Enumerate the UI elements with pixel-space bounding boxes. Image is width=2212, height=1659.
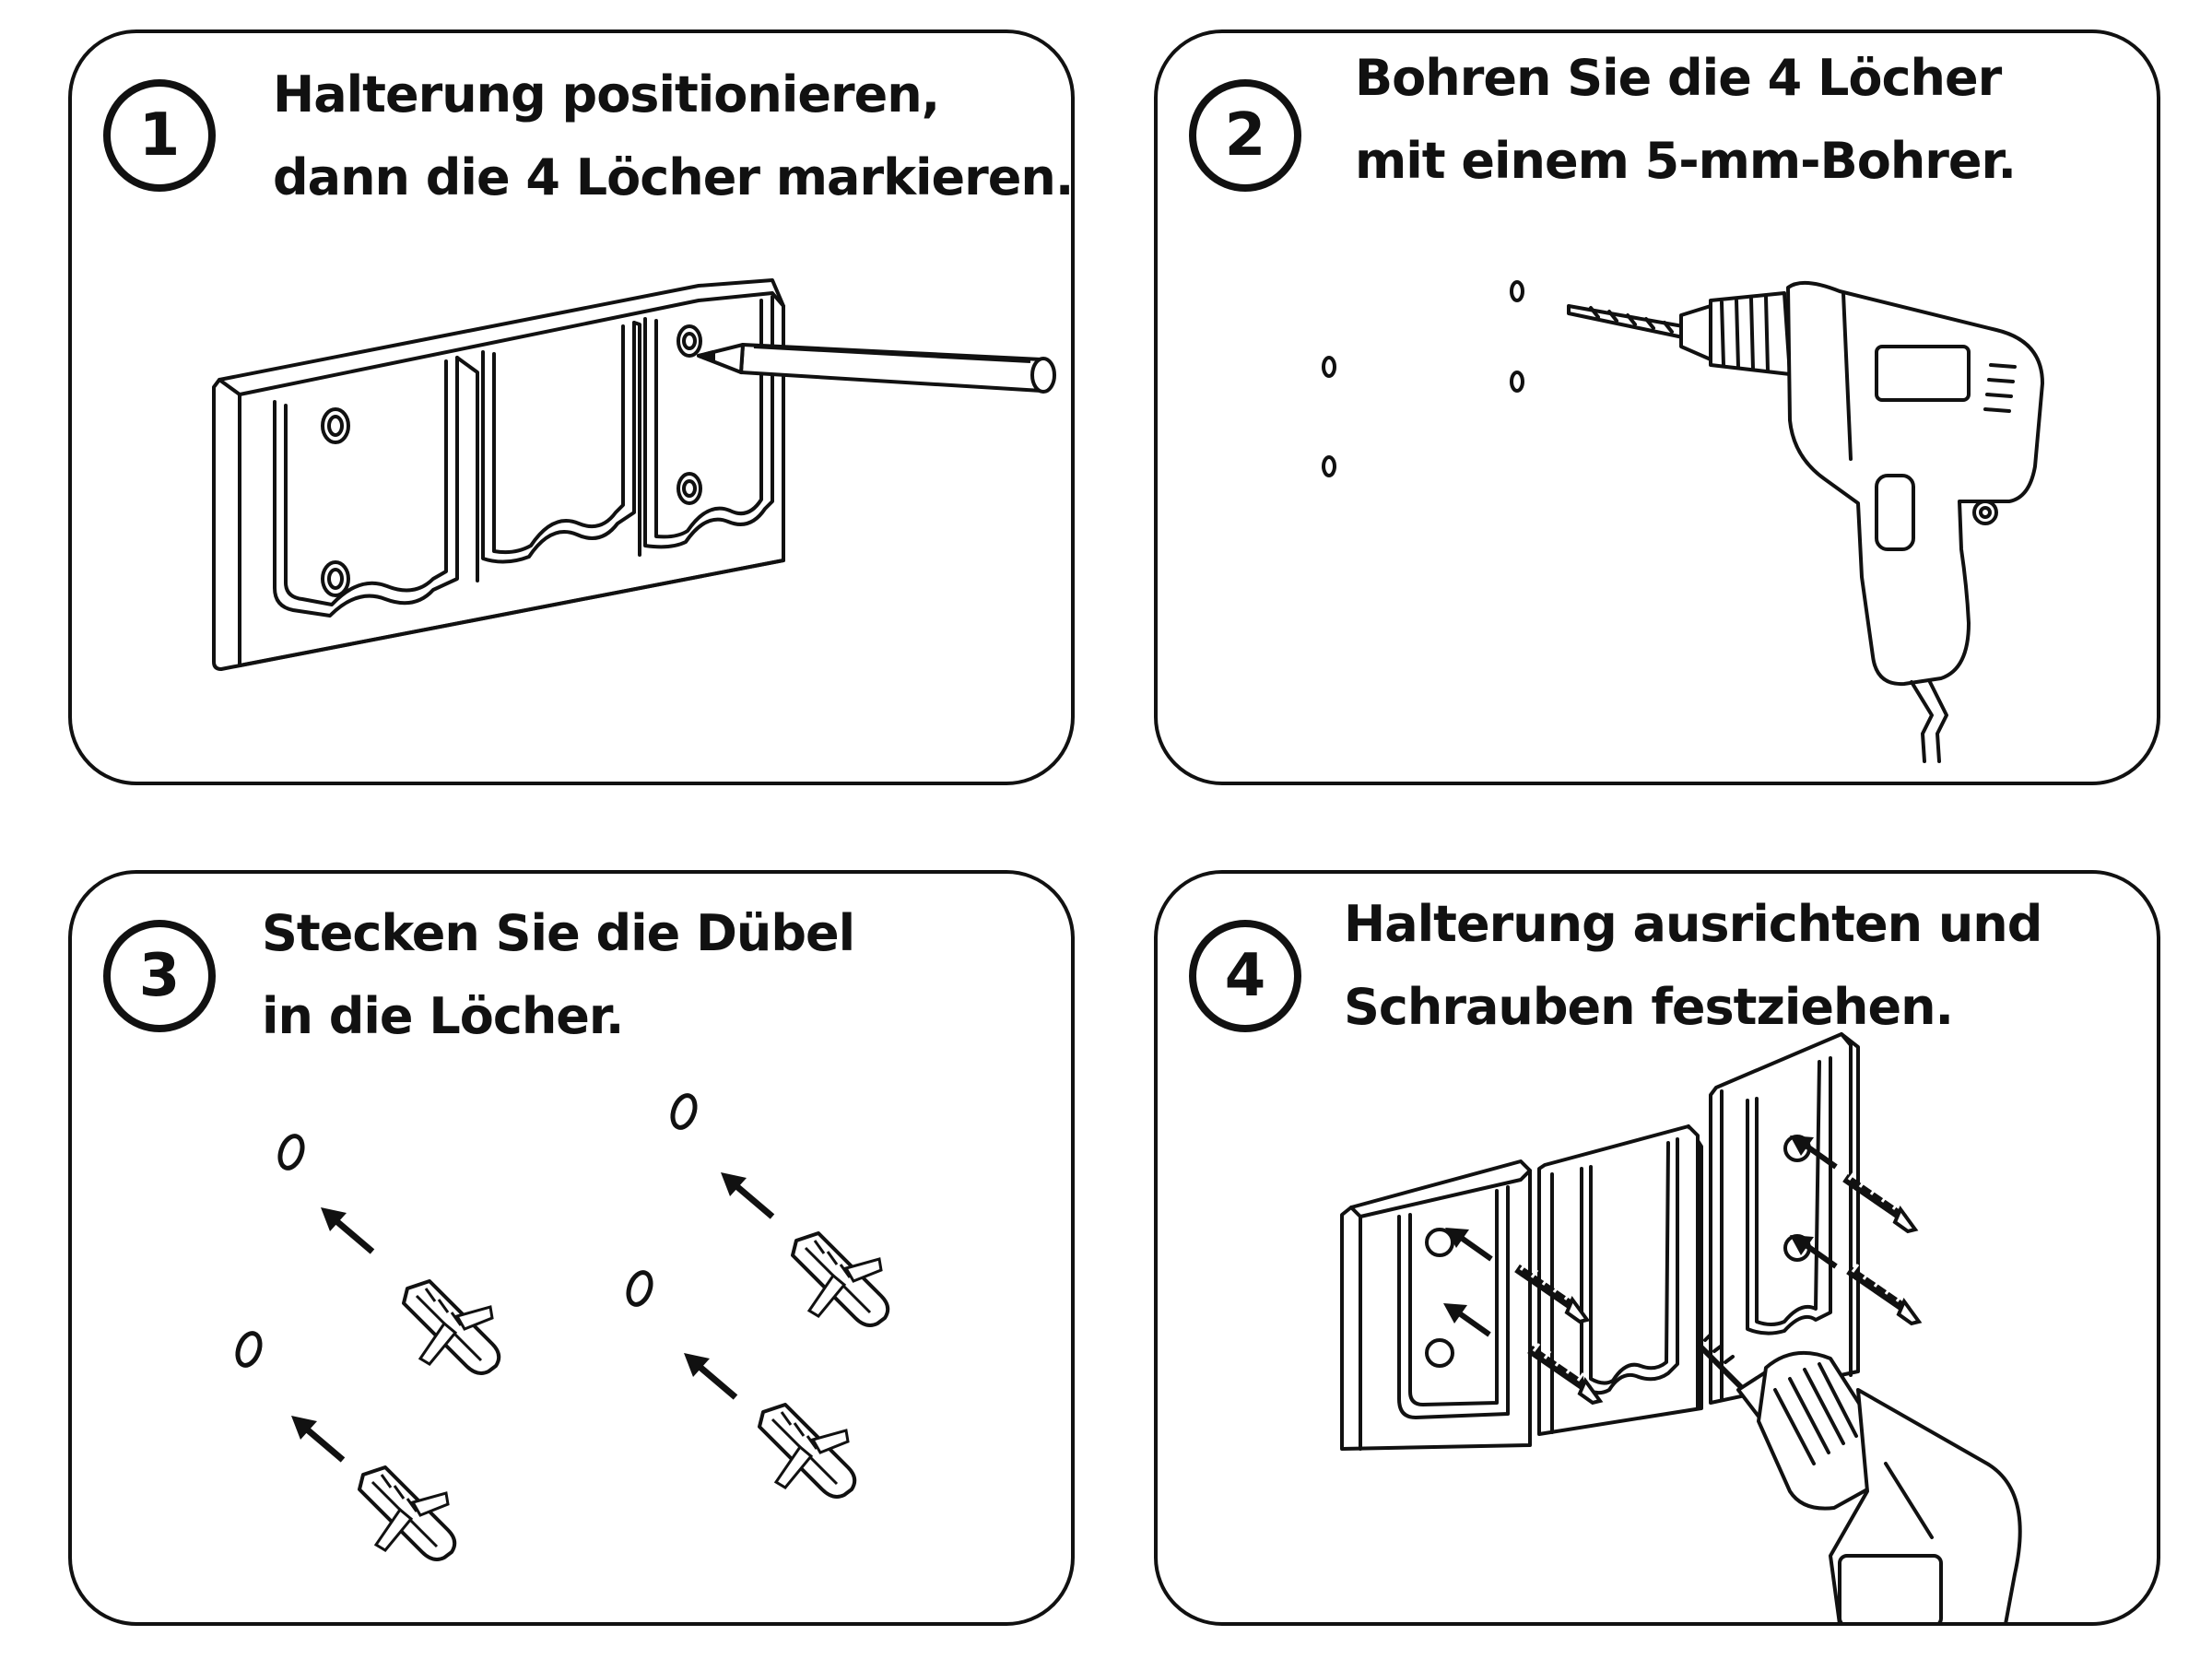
pencil-icon xyxy=(699,345,1054,392)
hole-mark xyxy=(1512,372,1523,391)
step-4-panel: 4 Halterung ausrichten und Schrauben fes… xyxy=(1154,870,2160,1626)
step-3-title: Stecken Sie die Dübel in die Löcher. xyxy=(262,892,855,1058)
step-1-panel: 1 Halterung positionieren, dann die 4 Lö… xyxy=(68,29,1075,785)
step-1-line1: Halterung positionieren, xyxy=(273,65,940,124)
hole-mark xyxy=(1324,457,1335,476)
step-4-line1: Halterung ausrichten und xyxy=(1344,895,2042,953)
step-2-line2: mit einem 5-mm-Bohrer. xyxy=(1355,132,2017,190)
drill-icon xyxy=(1569,283,2042,761)
step-3-number: 3 xyxy=(103,920,216,1032)
step-4-line2: Schrauben festziehen. xyxy=(1344,978,1954,1036)
hole-mark xyxy=(1324,358,1335,376)
arrow-icon xyxy=(321,1207,372,1252)
step-2-line1: Bohren Sie die 4 Löcher xyxy=(1355,49,2002,107)
arrow-icon xyxy=(291,1416,343,1460)
step-2-number: 2 xyxy=(1189,79,1301,192)
step-1-title: Halterung positionieren, dann die 4 Löch… xyxy=(273,53,1074,219)
step-4-number: 4 xyxy=(1189,920,1301,1032)
step-3-panel: 3 Stecken Sie die Dübel in die Löcher. xyxy=(68,870,1075,1626)
arrow-icon xyxy=(721,1172,772,1217)
step-2-title: Bohren Sie die 4 Löcher mit einem 5-mm-B… xyxy=(1355,37,2017,203)
step-1-line2: dann die 4 Löcher markieren. xyxy=(273,148,1074,206)
mounting-illustration xyxy=(1158,874,2160,1622)
wall-plug-icon xyxy=(402,1279,501,1375)
wall-plug-illustration xyxy=(72,874,890,1561)
wall-plug-icon xyxy=(358,1465,457,1561)
step-1-number: 1 xyxy=(103,79,216,192)
step-3-line1: Stecken Sie die Dübel xyxy=(262,904,855,962)
wall-plug-icon xyxy=(791,1231,890,1327)
step-2-panel: 2 Bohren Sie die 4 Löcher mit einem 5-mm… xyxy=(1154,29,2160,785)
drill-icon xyxy=(1700,1335,2020,1622)
arrow-icon xyxy=(684,1353,735,1397)
drill-illustration xyxy=(1158,33,2160,785)
hole-mark xyxy=(1512,282,1523,300)
bracket-illustration xyxy=(72,33,1075,785)
wall-plug-icon xyxy=(758,1403,857,1499)
step-4-title: Halterung ausrichten und Schrauben festz… xyxy=(1344,883,2042,1049)
step-3-line2: in die Löcher. xyxy=(262,987,624,1045)
